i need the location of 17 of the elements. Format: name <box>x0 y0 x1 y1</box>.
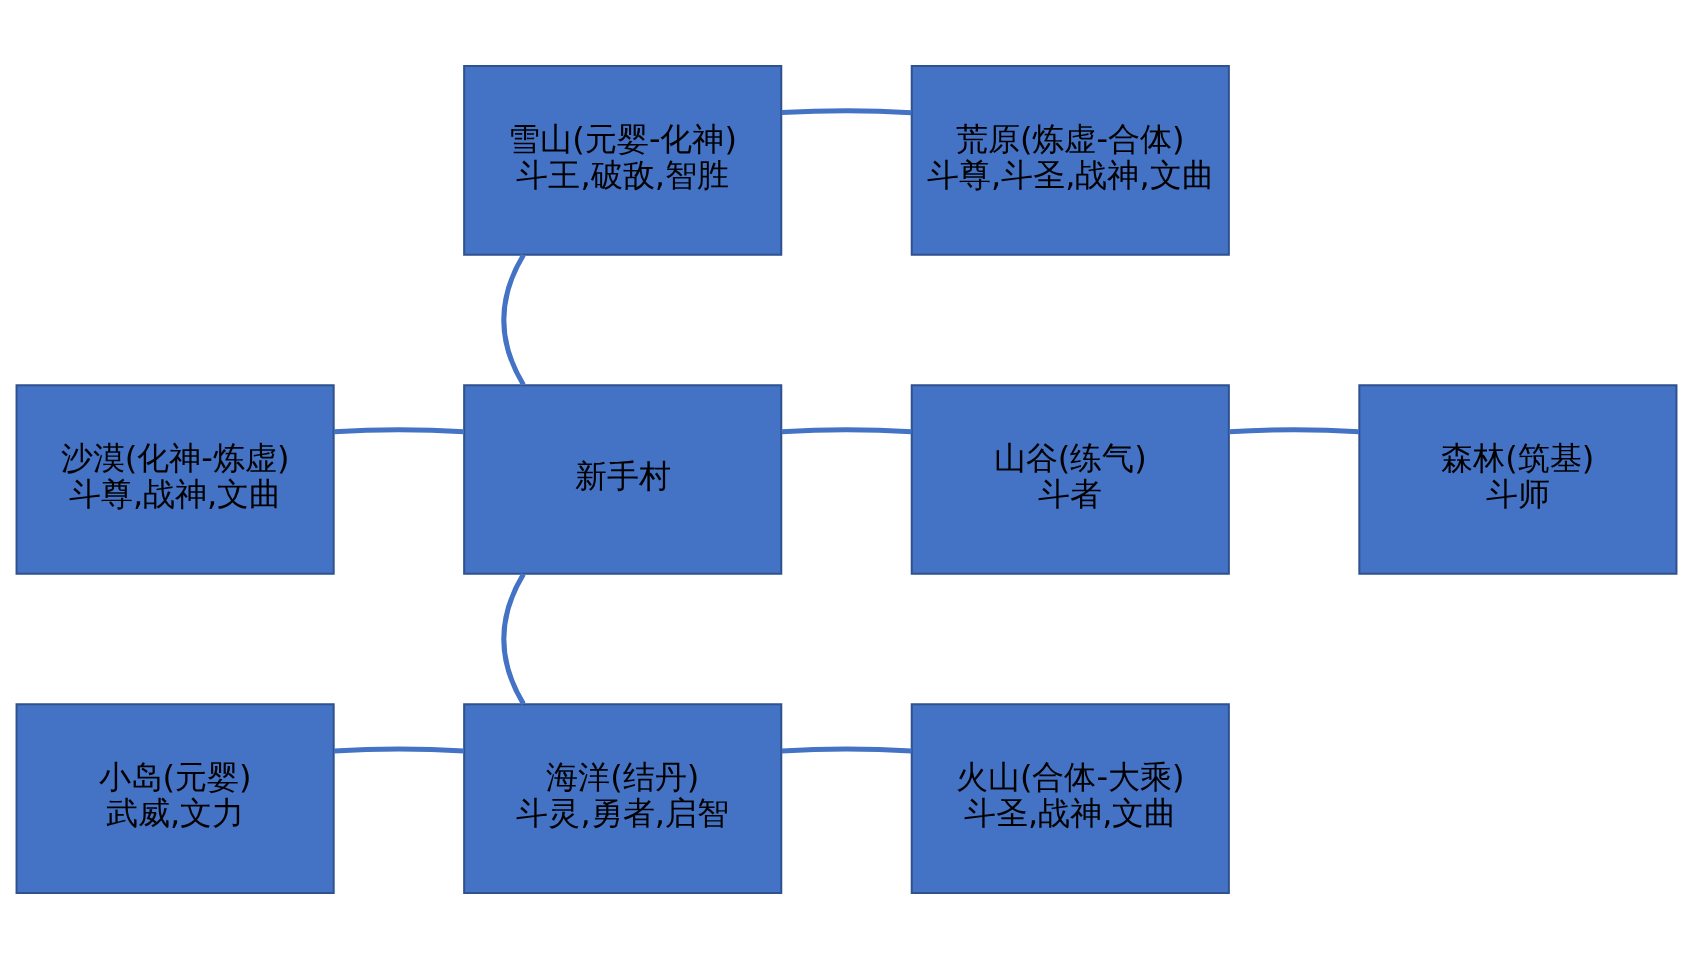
connector <box>1229 426 1360 434</box>
connector <box>501 572 526 705</box>
connector <box>781 426 912 434</box>
connector <box>781 107 912 115</box>
node-box: 海洋(结丹) 斗灵,勇者,启智 <box>463 702 783 894</box>
connector <box>501 253 526 386</box>
node-box: 新手村 <box>463 383 783 575</box>
node-box: 森林(筑基) 斗师 <box>1358 383 1678 575</box>
connector <box>334 426 465 434</box>
connector <box>781 745 912 753</box>
node-box: 荒原(炼虚-合体) 斗尊,斗圣,战神,文曲 <box>910 64 1230 256</box>
node-box: 雪山(元婴-化神) 斗王,破敌,智胜 <box>463 64 783 256</box>
node-box: 沙漠(化神-炼虚) 斗尊,战神,文曲 <box>15 383 335 575</box>
node-box: 小岛(元婴) 武威,文力 <box>15 702 335 894</box>
node-box: 山谷(练气) 斗者 <box>910 383 1230 575</box>
node-box: 火山(合体-大乘) 斗圣,战神,文曲 <box>910 702 1230 894</box>
connector <box>334 745 465 753</box>
